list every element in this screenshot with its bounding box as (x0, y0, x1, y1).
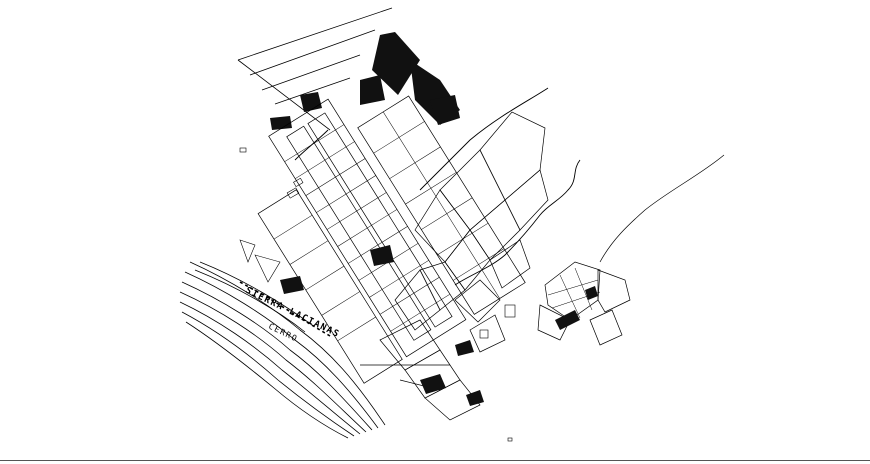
farm-parcels (394, 111, 549, 353)
river-lines (294, 87, 581, 286)
satellite-settlement (537, 154, 725, 346)
drawing-frame-baseline (0, 460, 870, 461)
coastal-labels: SIERRA LACIANAS CERRO (244, 286, 342, 344)
boundary-lines (237, 7, 393, 131)
dark-built-blocks (270, 32, 460, 130)
southern-dark-blocks (280, 245, 484, 406)
southern-cluster (360, 319, 481, 421)
shore-road (239, 281, 331, 337)
main-settlement-blocks (257, 95, 526, 384)
coastline-contours (179, 261, 386, 439)
scattered-features (239, 147, 516, 442)
shore-label-secondary: CERRO (267, 322, 299, 344)
satellite-dark-blocks (555, 286, 598, 330)
